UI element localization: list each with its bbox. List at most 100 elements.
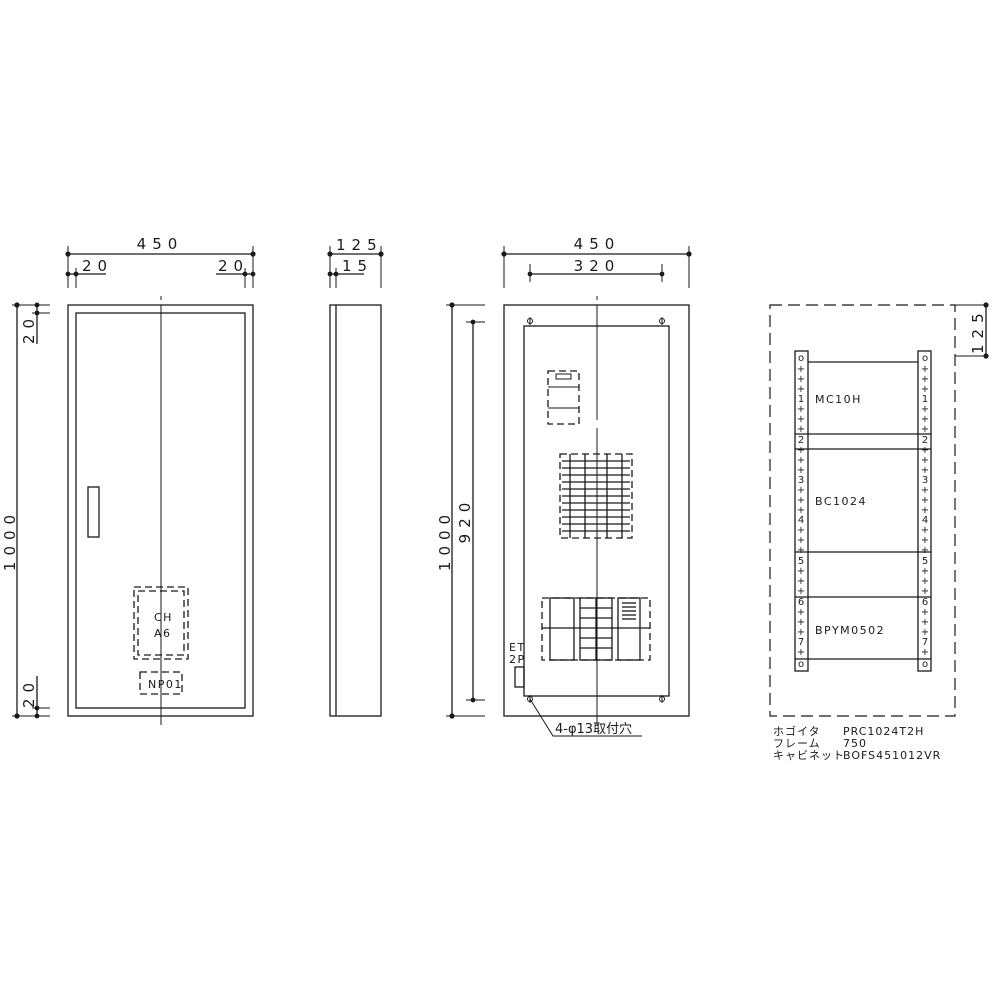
front-height-dim: 1000 xyxy=(1,509,19,571)
svg-text:+: + xyxy=(797,404,805,415)
svg-text:+: + xyxy=(797,586,805,597)
module-label-mc10h: MC10H xyxy=(815,393,862,406)
ch-label: CH xyxy=(154,611,173,624)
svg-text:1: 1 xyxy=(798,394,804,405)
et-terminal xyxy=(514,666,525,688)
module-label-bpym0502: BPYM0502 xyxy=(815,624,885,637)
svg-text:+: + xyxy=(921,384,929,395)
svg-text:+: + xyxy=(797,485,805,496)
svg-text:3: 3 xyxy=(922,475,928,486)
svg-text:+: + xyxy=(797,525,805,536)
svg-text:2: 2 xyxy=(798,435,804,446)
svg-text:+: + xyxy=(797,647,805,658)
side-view: 125 15 xyxy=(327,236,384,717)
svg-text:o: o xyxy=(922,659,928,670)
spec-table: ホゴイタ PRC1024T2H フレーム 750 キャビネット BOFS4510… xyxy=(773,724,941,762)
svg-text:7: 7 xyxy=(798,637,804,648)
interior-inner-width-dim: 320 xyxy=(574,257,621,275)
svg-text:4: 4 xyxy=(922,515,928,526)
left-rail xyxy=(794,350,809,672)
interior-height-dim: 1000 xyxy=(436,509,454,571)
spec-value: 750 xyxy=(843,737,867,750)
front-bottom-margin-dim: 20 xyxy=(20,677,38,708)
svg-text:+: + xyxy=(921,617,929,628)
svg-text:+: + xyxy=(797,374,805,385)
module-label-bc1024: BC1024 xyxy=(815,495,867,508)
spec-label: キャビネット xyxy=(773,749,845,762)
svg-text:+: + xyxy=(797,617,805,628)
svg-text:+: + xyxy=(797,384,805,395)
frame-top-offset-dim: 125 xyxy=(969,307,987,354)
spec-value: PRC1024T2H xyxy=(843,725,924,738)
svg-text:4: 4 xyxy=(798,515,804,526)
side-depth-dim: 125 xyxy=(336,236,383,254)
svg-text:+: + xyxy=(797,545,805,556)
svg-text:+: + xyxy=(921,607,929,618)
mounting-hole-note: 4-φ13取付穴 xyxy=(555,722,632,737)
svg-text:+: + xyxy=(921,525,929,536)
et-label: ET xyxy=(509,641,526,654)
branch-breakers xyxy=(559,453,633,539)
svg-text:5: 5 xyxy=(798,556,804,567)
svg-text:+: + xyxy=(921,424,929,435)
svg-text:1: 1 xyxy=(922,394,928,405)
front-left-margin-dim: 20 xyxy=(82,257,113,275)
svg-text:+: + xyxy=(921,566,929,577)
interior-view: 450 320 1000 920 xyxy=(436,235,692,737)
svg-text:+: + xyxy=(921,465,929,476)
nameplate-label: NP01 xyxy=(148,678,183,691)
svg-text:+: + xyxy=(921,414,929,425)
svg-text:+: + xyxy=(921,374,929,385)
spec-value: BOFS451012VR xyxy=(843,749,941,762)
svg-text:+: + xyxy=(921,627,929,638)
svg-text:+: + xyxy=(921,647,929,658)
svg-text:+: + xyxy=(921,455,929,466)
svg-text:+: + xyxy=(921,505,929,516)
svg-text:+: + xyxy=(797,364,805,375)
svg-text:+: + xyxy=(797,607,805,618)
svg-text:+: + xyxy=(797,566,805,577)
svg-text:+: + xyxy=(921,535,929,546)
lower-breakers xyxy=(541,597,651,661)
spec-label: ホゴイタ xyxy=(773,724,821,738)
svg-text:+: + xyxy=(797,627,805,638)
svg-text:6: 6 xyxy=(922,597,928,608)
front-top-margin-dim: 20 xyxy=(20,313,38,344)
svg-text:o: o xyxy=(922,353,928,364)
side-profile xyxy=(329,304,382,717)
svg-text:+: + xyxy=(797,465,805,476)
spec-label: フレーム xyxy=(773,737,821,750)
svg-text:+: + xyxy=(797,535,805,546)
svg-text:+: + xyxy=(921,364,929,375)
mounting-hole-leader xyxy=(529,698,642,737)
svg-text:+: + xyxy=(921,586,929,597)
ch-model-label: A6 xyxy=(154,627,172,640)
door-handle xyxy=(87,486,100,538)
svg-text:+: + xyxy=(921,485,929,496)
nameplate xyxy=(139,671,183,695)
svg-text:o: o xyxy=(798,659,804,670)
svg-text:7: 7 xyxy=(922,637,928,648)
svg-text:o: o xyxy=(798,353,804,364)
svg-text:2: 2 xyxy=(922,435,928,446)
svg-text:3: 3 xyxy=(798,475,804,486)
interior-width-dim: 450 xyxy=(574,235,621,253)
svg-text:+: + xyxy=(797,414,805,425)
side-door-thickness-dim: 15 xyxy=(342,257,373,275)
svg-text:+: + xyxy=(921,576,929,587)
front-right-margin-dim: 20 xyxy=(218,257,249,275)
et-pole-label: 2P xyxy=(509,653,526,666)
interior-inner-height-dim: 920 xyxy=(456,497,474,544)
svg-text:+: + xyxy=(797,495,805,506)
front-view: 450 20 20 1000 20 20 xyxy=(1,235,256,725)
svg-text:+: + xyxy=(921,404,929,415)
svg-text:+: + xyxy=(921,445,929,456)
svg-text:+: + xyxy=(797,445,805,456)
svg-text:+: + xyxy=(921,545,929,556)
svg-text:+: + xyxy=(797,455,805,466)
svg-text:+: + xyxy=(921,495,929,506)
svg-text:5: 5 xyxy=(922,556,928,567)
main-breaker xyxy=(547,370,580,425)
